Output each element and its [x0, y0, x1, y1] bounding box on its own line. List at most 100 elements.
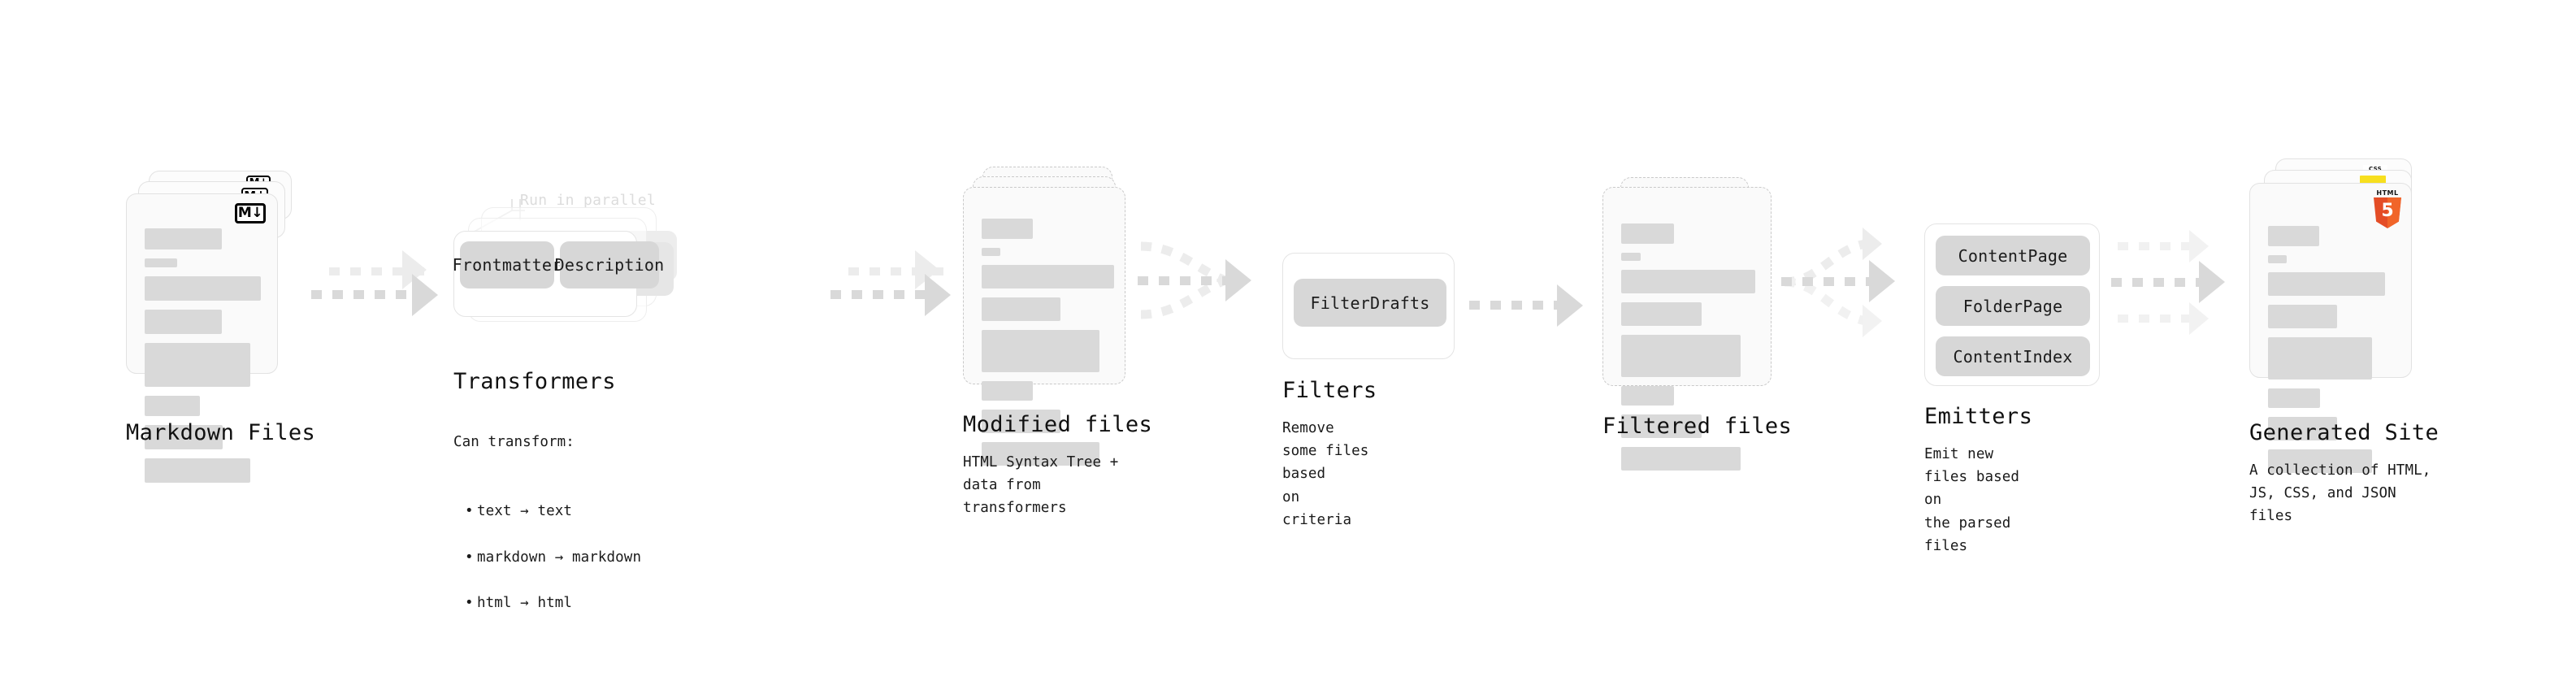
bullet-item: html → html [453, 592, 641, 614]
stage-title: Filtered files [1602, 414, 1793, 439]
doc-card-front: M↓ [126, 193, 278, 483]
plugin-stack: ContentPage FolderPage ContentIndex [1924, 223, 2103, 390]
skeleton-row [2268, 305, 2337, 328]
skeleton-row [2268, 417, 2337, 440]
emitters-box-wrap: ContentPage FolderPage ContentIndex [1924, 223, 2103, 390]
stage-desc: Remove some files based on criteria [1282, 419, 1369, 529]
skeleton-row [1621, 386, 1674, 406]
chip-filterdrafts[interactable]: FilterDrafts [1294, 279, 1446, 327]
skeleton-row [145, 425, 223, 449]
chip-description[interactable]: Description [555, 241, 664, 288]
skeleton-lines [982, 219, 1114, 475]
chip-contentpage[interactable]: ContentPage [1936, 236, 2090, 275]
skeleton-row [982, 442, 1099, 466]
transformers-box: Frontmatter Description [453, 231, 664, 317]
doc-card-front: HTML 5 [2249, 183, 2412, 473]
transformers-desc: Can transform: text → text markdown → ma… [453, 408, 641, 661]
transformers-caption: Transformers Can transform: text → text … [453, 370, 641, 661]
doc-stack [963, 167, 1138, 466]
flow-arrowhead-main [1225, 259, 1251, 301]
skeleton-row [2268, 255, 2287, 263]
html5-wordmark: HTML [2376, 189, 2399, 197]
skeleton-row [2268, 388, 2320, 408]
skeleton-row [145, 276, 261, 301]
stage-title: Modified files [963, 412, 1153, 437]
transform-lead: Can transform: [453, 434, 575, 451]
generated-site-caption: Generated Site A collection of HTML, JS,… [2249, 421, 2439, 528]
flow-dash-main [1781, 277, 1877, 286]
skeleton-row [2268, 337, 2372, 380]
skeleton-row [1621, 414, 1702, 438]
skeleton-row [982, 297, 1060, 321]
filters-box: FilterDrafts [1282, 253, 1455, 359]
skeleton-row [1621, 223, 1674, 244]
transform-bullets: text → text markdown → markdown html → h… [453, 500, 641, 615]
filters-box-wrap: FilterDrafts [1282, 253, 1457, 362]
markdown-files-card-stack: M↓ M↓ M↓ [126, 171, 301, 483]
fan-out-curves [1784, 239, 1867, 326]
flow-dash-upper [329, 267, 433, 275]
skeleton-row [2268, 226, 2319, 246]
doc-stack [1602, 177, 1777, 471]
chip-folderpage[interactable]: FolderPage [1936, 286, 2090, 326]
flow-dash-top [2118, 242, 2196, 250]
html5-badge: HTML 5 [2374, 190, 2401, 228]
flow-arrowhead-main [1557, 284, 1583, 327]
stage-desc: HTML Syntax Tree + data from transformer… [963, 453, 1119, 517]
skeleton-row [982, 381, 1033, 401]
skeleton-row [145, 458, 250, 483]
skeleton-row [145, 396, 200, 416]
skeleton-row [145, 310, 222, 334]
doc-stack: CSS HTML 5 [2249, 158, 2436, 473]
transformers-box-stack: F D F D Frontmatter Description [453, 207, 677, 329]
skeleton-lines [2268, 226, 2393, 482]
flow-dash-main [311, 290, 423, 299]
plugin-stack: F D F D Frontmatter Description [453, 207, 677, 329]
skeleton-row [982, 219, 1033, 239]
run-in-parallel-label: Run in parallel [520, 192, 657, 209]
flow-arrowhead-main [1869, 260, 1895, 302]
markdown-badge: M↓ [235, 203, 266, 223]
filters-caption: Filters Remove some files based on crite… [1282, 379, 1377, 531]
skeleton-lines [1621, 223, 1755, 479]
skeleton-row [1621, 335, 1741, 377]
flow-dash-main [1469, 301, 1565, 310]
flow-dash-main [830, 290, 936, 299]
fan-in-curves [1140, 241, 1227, 319]
stage-desc: A collection of HTML, JS, CSS, and JSON … [2249, 462, 2431, 525]
bullet-item: text → text [453, 500, 641, 523]
chip-frontmatter[interactable]: Frontmatter [453, 241, 562, 288]
plugin-stack: FilterDrafts [1282, 253, 1457, 362]
doc-card-front [1602, 187, 1772, 471]
stage-title: Emitters [1924, 404, 2033, 429]
skeleton-row [145, 258, 177, 267]
stage-title: Generated Site [2249, 420, 2439, 445]
flow-dash-upper [848, 267, 944, 275]
doc-card-front [963, 187, 1125, 466]
flow-arrowhead-main [2199, 261, 2225, 303]
flow-arrowhead-main [925, 274, 951, 316]
flow-dash-main [1138, 276, 1234, 285]
emitters-box: ContentPage FolderPage ContentIndex [1924, 223, 2100, 386]
markdown-files-caption: Markdown Files [126, 421, 315, 445]
skeleton-row [145, 343, 250, 387]
skeleton-row [1621, 253, 1641, 261]
skeleton-row [1621, 302, 1702, 326]
skeleton-row [982, 265, 1114, 288]
skeleton-lines [145, 228, 261, 492]
stage-title: Transformers [453, 369, 616, 394]
skeleton-row [2268, 449, 2372, 473]
html5-shield: 5 [2374, 197, 2401, 228]
stage-desc: Emit new files based on the parsed files [1924, 445, 2019, 555]
doc-stack: M↓ M↓ M↓ [126, 171, 301, 483]
stage-title: Filters [1282, 378, 1377, 403]
flow-arrowhead-top [2189, 230, 2209, 262]
chip-contentindex[interactable]: ContentIndex [1936, 336, 2090, 376]
bullet-item: markdown → markdown [453, 546, 641, 569]
skeleton-row [1621, 447, 1741, 471]
filtered-files-caption: Filtered files [1602, 414, 1792, 439]
skeleton-row [145, 228, 222, 249]
skeleton-row [982, 248, 1000, 256]
generated-site-card-stack: CSS HTML 5 [2249, 158, 2436, 473]
